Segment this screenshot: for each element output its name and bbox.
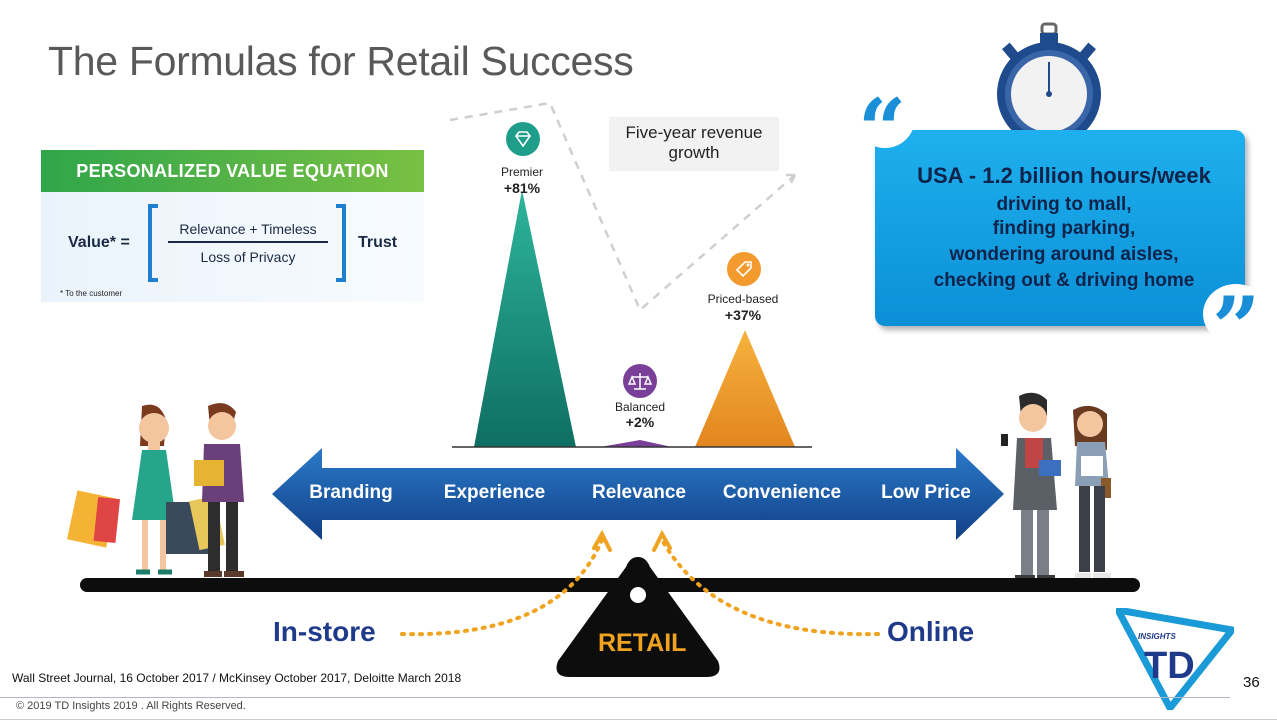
equation-numerator: Relevance + Timeless	[179, 221, 317, 237]
balanced-label: Balanced	[614, 400, 666, 414]
priced-based-label: Priced-based	[707, 292, 779, 306]
equation-header: PERSONALIZED VALUE EQUATION	[41, 150, 424, 192]
copyright-text: © 2019 TD Insights 2019 . All Rights Res…	[16, 700, 246, 712]
spectrum-item-convenience: Convenience	[722, 482, 842, 503]
premier-peak	[474, 190, 576, 447]
quote-line: driving to mall,	[996, 194, 1132, 215]
spectrum-item-experience: Experience	[443, 482, 546, 503]
logo-subtitle: INSIGHTS	[1138, 632, 1176, 641]
footer-divider	[0, 719, 1277, 720]
close-quote-icon: ”	[1212, 278, 1261, 377]
slide-title: The Formulas for Retail Success	[48, 38, 634, 84]
revenue-growth-chart	[449, 101, 812, 448]
premier-label: Premier	[500, 165, 543, 179]
source-note: Wall Street Journal, 16 October 2017 / M…	[12, 671, 462, 685]
fulcrum	[556, 557, 720, 677]
premier-value: +81%	[503, 180, 541, 196]
trend-arrow-head	[786, 173, 797, 184]
equation-denominator: Loss of Privacy	[200, 249, 296, 265]
revenue-chart-title: Five-year revenue growth	[609, 117, 779, 171]
quote-headline: USA - 1.2 billion hours/week	[917, 163, 1211, 188]
priced-based-value: +37%	[724, 307, 762, 323]
spectrum-item-branding: Branding	[309, 482, 393, 503]
stopwatch-icon	[997, 22, 1101, 146]
equation-footnote: * To the customer	[60, 289, 123, 298]
quote-line: wondering around aisles,	[949, 244, 1179, 265]
spectrum-item-relevance: Relevance	[591, 482, 686, 503]
quote-line: finding parking,	[992, 218, 1136, 239]
quote-box	[875, 130, 1245, 326]
quote-line: checking out & driving home	[933, 270, 1195, 291]
td-insights-logo: TD	[1116, 608, 1234, 710]
balanced-value: +2%	[625, 414, 655, 430]
priced-based-peak	[695, 330, 795, 447]
diamond-icon	[506, 122, 540, 156]
online-label: Online	[887, 616, 975, 647]
equation-brackets	[148, 204, 346, 282]
online-shoppers-illustration	[1001, 392, 1111, 581]
spectrum-arrow	[272, 448, 1004, 540]
in-store-shoppers-illustration	[67, 403, 244, 577]
price-tag-icon	[727, 252, 761, 286]
quote-mark-backing	[1203, 284, 1269, 344]
quote-mark-backing	[855, 88, 915, 148]
logo-letters: TD	[1144, 645, 1195, 687]
equation-lhs: Value* =	[68, 234, 130, 251]
in-store-label: In-store	[273, 616, 376, 647]
balance-beam	[80, 578, 1140, 592]
equation-rhs: Trust	[358, 234, 398, 251]
fraction-line	[168, 241, 328, 243]
fulcrum-label: RETAIL	[598, 629, 687, 657]
trend-dashed-line	[449, 101, 796, 313]
spectrum-item-low-price: Low Price	[881, 482, 971, 503]
balanced-peak	[600, 440, 672, 447]
equation-panel	[41, 192, 424, 302]
page-number: 36	[1243, 674, 1260, 691]
dotted-connector-arrows	[400, 529, 880, 637]
open-quote-icon: “	[858, 80, 907, 179]
footer-divider	[0, 697, 1230, 698]
scales-icon	[623, 364, 657, 398]
